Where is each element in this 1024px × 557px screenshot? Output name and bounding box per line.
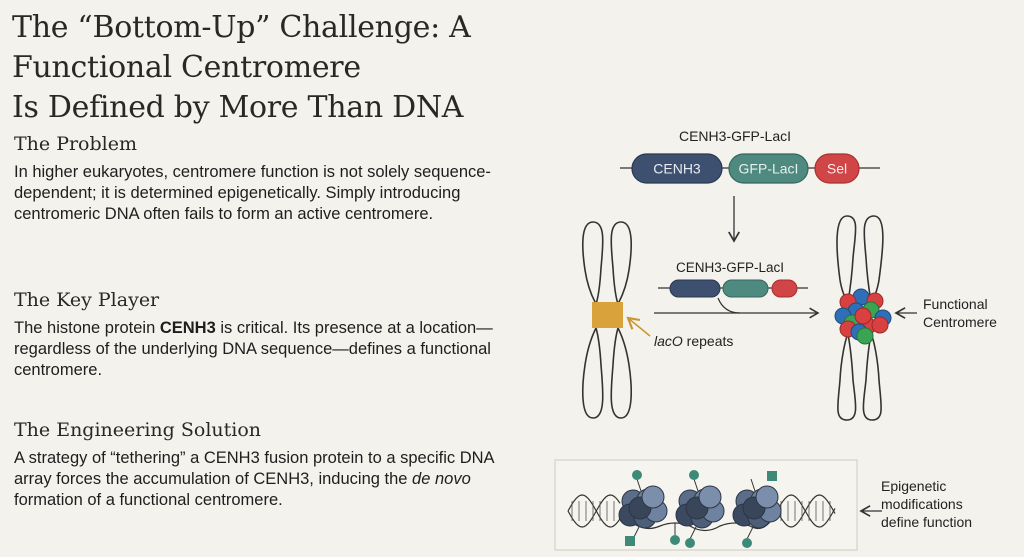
segment-shape bbox=[631, 153, 723, 184]
epigenetic-mark-icon bbox=[767, 471, 777, 481]
section-key-player: The Key Player The histone protein CENH3… bbox=[14, 288, 514, 381]
histone-subunit bbox=[698, 485, 722, 509]
title-line-2: Is Defined by More Than DNA bbox=[12, 90, 464, 125]
laco-repeats-band bbox=[592, 302, 623, 328]
segment-cenh3-small bbox=[669, 279, 721, 298]
histone-subunit bbox=[755, 485, 779, 509]
functional-label-2: Centromere bbox=[923, 314, 997, 330]
construct-label-2: CENH3-GFP-LacI bbox=[676, 260, 784, 275]
epigenetic-label-3: define function bbox=[881, 514, 972, 530]
body-text: A strategy of “tethering” a CENH3 fusion… bbox=[14, 449, 494, 488]
dna-strand bbox=[776, 494, 836, 528]
construct-segment-cenh3: CENH3 bbox=[631, 153, 723, 184]
body-text: formation of a functional centromere. bbox=[14, 491, 283, 509]
histone-subunit bbox=[641, 485, 665, 509]
laco-arrow-icon bbox=[626, 316, 651, 337]
epigenetic-mark-icon bbox=[625, 536, 635, 546]
dna-strand bbox=[567, 494, 621, 528]
epigenetic-label-2: modifications bbox=[881, 496, 963, 512]
segment-shape bbox=[728, 153, 809, 184]
chromosome-laco bbox=[581, 221, 633, 419]
construct-segment-gfp-laci: GFP-LacI bbox=[728, 153, 809, 184]
section-heading: The Problem bbox=[14, 133, 137, 155]
nucleosome-ball bbox=[871, 316, 889, 334]
epigenetic-label-1: Epigenetic bbox=[881, 478, 946, 494]
nucleosome-array bbox=[618, 470, 782, 548]
mark-stem bbox=[746, 526, 754, 540]
dna-strand bbox=[776, 494, 836, 528]
nucleosome-ball bbox=[854, 307, 872, 325]
body-text: is critical. Its presence at a location—… bbox=[14, 319, 493, 379]
section-heading: The Engineering Solution bbox=[14, 419, 262, 441]
section-body: A strategy of “tethering” a CENH3 fusion… bbox=[14, 448, 514, 511]
section-body: In higher eukaryotes, centromere functio… bbox=[14, 163, 491, 223]
segment-label: GFP-LacI bbox=[739, 161, 799, 177]
epigenetic-mark-icon bbox=[685, 538, 695, 548]
segment-label: Sel bbox=[827, 161, 847, 177]
mark-stem bbox=[693, 478, 699, 492]
nucleosome bbox=[675, 470, 725, 548]
page-title: The “Bottom-Up” Challenge: A Functional … bbox=[12, 8, 612, 128]
body-bold: CENH3 bbox=[159, 319, 216, 337]
mark-stem bbox=[750, 478, 756, 492]
mark-stem bbox=[689, 526, 697, 540]
dna-helix bbox=[567, 494, 836, 532]
nucleosome bbox=[732, 471, 782, 548]
segment-gfp-laci-small bbox=[722, 279, 769, 298]
construct-segment-sel: Sel bbox=[814, 153, 860, 184]
dna-strand bbox=[567, 494, 621, 528]
segment-sel-small bbox=[771, 279, 798, 298]
segment-label: CENH3 bbox=[653, 161, 701, 177]
body-italic: de novo bbox=[412, 470, 471, 488]
title-line-1: The “Bottom-Up” Challenge: A Functional … bbox=[12, 10, 471, 85]
nucleosome bbox=[618, 470, 668, 546]
nucleosome-ball bbox=[856, 327, 874, 345]
construct-label: CENH3-GFP-LacI bbox=[679, 128, 791, 144]
epigenetic-mark-icon bbox=[670, 535, 680, 545]
mark-stem bbox=[636, 478, 642, 492]
section-heading: The Key Player bbox=[14, 289, 160, 311]
segment-shape bbox=[814, 153, 860, 184]
epigenetic-mark-icon bbox=[689, 470, 699, 480]
tether-curve bbox=[717, 297, 741, 314]
epigenetic-mark-icon bbox=[742, 538, 752, 548]
body-text: The histone protein bbox=[14, 319, 160, 337]
section-engineering-solution: The Engineering Solution A strategy of “… bbox=[14, 418, 514, 511]
section-body: The histone protein CENH3 is critical. I… bbox=[14, 318, 514, 381]
functional-label-1: Functional bbox=[923, 296, 988, 312]
cenh3-nucleosome-cluster bbox=[834, 288, 892, 345]
laco-label: lacO repeats bbox=[654, 333, 733, 349]
epigenetic-mark-icon bbox=[632, 470, 642, 480]
section-problem: The Problem In higher eukaryotes, centro… bbox=[14, 132, 514, 225]
